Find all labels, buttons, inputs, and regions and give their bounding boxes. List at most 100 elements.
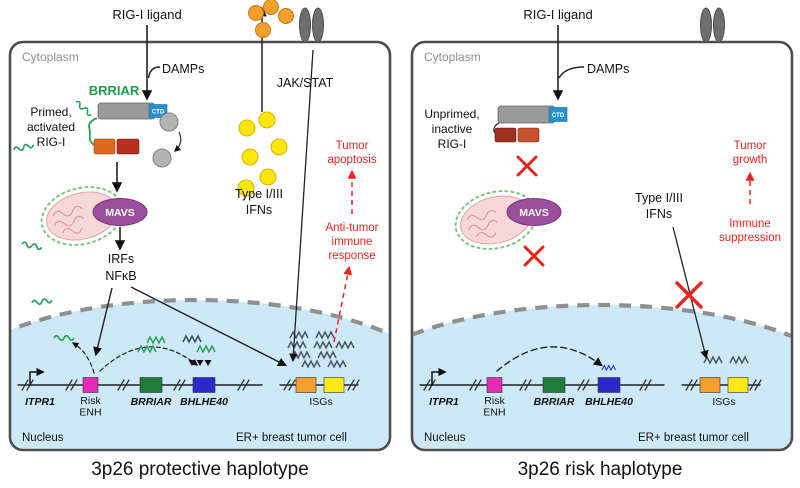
mito-cristae <box>466 209 499 238</box>
cell-membrane <box>410 40 794 452</box>
ctd-domain <box>548 107 568 122</box>
jakstat-label: JAK/STAT <box>277 76 334 90</box>
bhlhe40-gene-box <box>597 377 621 393</box>
nuclear-envelope <box>11 297 389 449</box>
isgs-label: ISGs <box>712 396 735 408</box>
outcome-annotations <box>333 169 357 343</box>
isg-orange-box <box>295 377 317 393</box>
protective-panel: MAVS CTD <box>8 0 392 480</box>
cofactor-circle <box>152 148 172 168</box>
cell-type-label: ER+ breast tumor cell <box>638 432 749 444</box>
damps-label: DAMPs <box>162 62 204 76</box>
nucleus-body <box>11 300 389 449</box>
card-domain-2 <box>116 138 140 155</box>
isg-yellow-box <box>727 377 749 393</box>
ifns-label-line2: IFNs <box>646 207 672 221</box>
risk-panel: MAVS CTD RIG-I ligand Cytop <box>410 7 794 480</box>
ifns-label-line1: Type I/III <box>635 191 683 205</box>
ligand-label: RIG-I ligand <box>523 7 592 22</box>
damps-connector <box>147 66 161 79</box>
cell-membrane <box>8 40 392 452</box>
nucleus-region <box>413 302 791 449</box>
risk-enh-line2: ENH <box>483 407 505 419</box>
risk-enh-line1: Risk <box>484 395 505 407</box>
tf-to-promoter-arrow <box>93 287 113 357</box>
caption-risk: 3p26 risk haplotype <box>518 459 683 480</box>
tf-to-isgs-arrow <box>130 286 288 367</box>
bhlhe40-gene-label: BHLHE40 <box>180 396 228 408</box>
cytoplasm-label: Cytoplasm <box>424 50 481 64</box>
ifns-label-line1: Type I/III <box>235 187 283 201</box>
jakstat-to-isgs-arrow <box>289 49 314 363</box>
isg-orange-box <box>699 377 721 393</box>
rigi-state-line1: Unprimed, <box>424 107 479 121</box>
cofactor-circle <box>159 112 179 132</box>
tumor-growth-line1: Tumor <box>734 140 767 152</box>
card-domain-1 <box>494 127 517 143</box>
cofactor-motion-arrow <box>174 131 182 152</box>
mavs-label: MAVS <box>519 207 549 219</box>
rigi-state-line3: RIG-I <box>37 135 66 149</box>
brriar-gene-box <box>139 377 163 393</box>
ligand-label: RIG-I ligand <box>112 7 181 22</box>
gene-track <box>17 342 360 393</box>
nucleus-region <box>11 297 389 449</box>
mavs-protein <box>506 198 562 226</box>
antitumor-line2: immune <box>332 236 373 248</box>
brriar-lncrna-label: BRRIAR <box>89 83 140 98</box>
risk-enh-line1: Risk <box>80 395 101 407</box>
caption-protective: 3p26 protective haplotype <box>91 459 309 480</box>
cell-type-label: ER+ breast tumor cell <box>236 432 347 444</box>
rigi-state-line2: inactive <box>432 122 473 136</box>
itpr1-label: ITPR1 <box>429 396 459 408</box>
risk-enh-box <box>486 377 503 393</box>
enhancer-promoter-loop <box>99 346 199 372</box>
rigi-state-line1: Primed, <box>30 105 71 119</box>
blocked-x-mavs <box>523 245 545 267</box>
tumor-apoptosis-line2: apoptosis <box>327 154 376 166</box>
nuclear-envelope <box>413 302 791 449</box>
nfkb-label: NFκB <box>105 269 136 283</box>
blocked-signals <box>516 155 703 309</box>
immune-suppression-line1: Immune <box>729 218 771 230</box>
rig-i-complex: CTD <box>493 105 568 143</box>
blocked-x-rigi <box>516 155 538 177</box>
ifns-label-line2: IFNs <box>246 203 272 217</box>
ctd-label: CTD <box>152 110 165 116</box>
mavs-label: MAVS <box>105 207 135 219</box>
ctd-label: CTD <box>552 113 565 119</box>
blocked-x-isg-induction <box>675 281 703 309</box>
risk-enh-box <box>82 377 99 393</box>
damps-connector <box>558 66 585 79</box>
card-domain-1 <box>93 138 116 155</box>
ctd-domain <box>148 104 168 118</box>
ifn-to-isgs-arrow <box>672 226 709 360</box>
risk-enh-line2: ENH <box>79 407 101 419</box>
tumor-apoptosis-line1: Tumor <box>336 140 369 152</box>
enhancer-erna-loop <box>71 342 95 374</box>
ifn-molecules-intracellular <box>237 111 288 197</box>
helicase-domain <box>497 105 556 124</box>
isg-yellow-box <box>323 377 345 393</box>
irfs-label: IRFs <box>108 252 134 266</box>
nucleus-body <box>413 305 791 449</box>
brriar-gene-box <box>542 377 566 393</box>
isgs-label: ISGs <box>309 396 332 408</box>
mavs-protein <box>92 198 148 226</box>
helicase-domain <box>97 102 156 120</box>
itpr1-label: ITPR1 <box>25 396 55 408</box>
transcription-start-arrow <box>431 367 447 386</box>
ifn-receptor <box>299 7 324 43</box>
bhlhe40-gene-box <box>192 377 216 393</box>
signal-arrows <box>552 25 709 360</box>
antitumor-line3: response <box>328 250 375 262</box>
brriar-gene-label: BRRIAR <box>131 396 172 408</box>
isg-to-outcome-arrow <box>333 265 353 343</box>
nucleus-label: Nucleus <box>424 432 466 444</box>
ifn-molecules-secreted <box>248 0 294 38</box>
antitumor-line1: Anti-tumor <box>325 222 378 234</box>
immune-suppression-line2: suppression <box>719 232 781 244</box>
cytoplasm-label: Cytoplasm <box>22 50 79 64</box>
